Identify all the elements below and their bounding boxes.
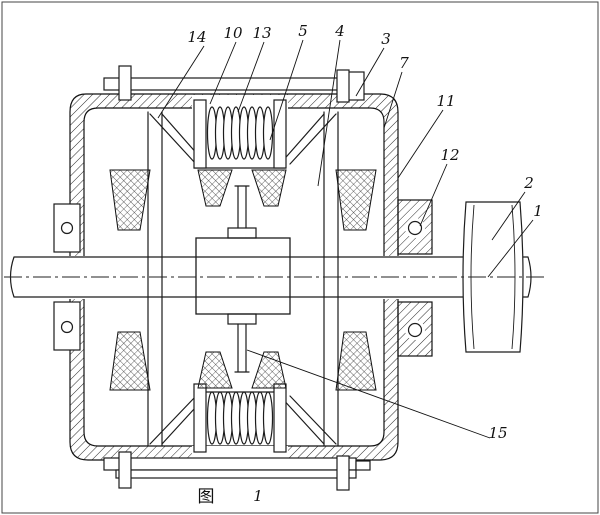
- callout-labels-group: 14 10 13 5 4 3 7 11 12 2 1 15: [187, 22, 542, 442]
- pole-pieces-group: [109, 169, 377, 391]
- funnel-plates: [149, 113, 337, 445]
- wall-opening-shaft-left: [66, 256, 88, 299]
- leader-line-5: [269, 39, 304, 141]
- pole-piece-upper-left: [109, 169, 151, 231]
- lower-post-flange: [227, 313, 257, 325]
- callout-10: 10: [223, 24, 243, 42]
- callout-3: 3: [381, 30, 391, 48]
- pole-piece-upper-center-right: [251, 169, 287, 207]
- upper-coil-cheek-left: [193, 99, 207, 169]
- leader-line-13: [237, 41, 265, 113]
- top-mount-bar-group: [103, 65, 365, 103]
- upper-post: [234, 185, 250, 229]
- upper-coil-cheek-right: [273, 99, 287, 169]
- wall-opening-bottom: [192, 446, 288, 460]
- lower-coil-group: [193, 383, 287, 453]
- callout-5: 5: [298, 22, 308, 40]
- bottom-mount-bar-group: [103, 451, 371, 491]
- housing-group: [53, 93, 433, 461]
- leader-line-1: [487, 219, 534, 278]
- center-post-lower-group: [227, 313, 257, 373]
- bottom-side-pin: [355, 460, 371, 471]
- pole-piece-lower-left: [109, 331, 151, 391]
- callout-15: 15: [488, 424, 507, 442]
- leader-line-2: [491, 191, 526, 241]
- bottom-mount-plate: [115, 469, 357, 479]
- wall-opening-top: [192, 95, 288, 109]
- callout-7: 7: [399, 54, 409, 72]
- shaft-outline: [9, 256, 532, 298]
- left-bolt-lower: [60, 320, 74, 334]
- coil-loop: [262, 391, 274, 445]
- pole-piece-lower-center-left: [197, 351, 233, 389]
- leader-line-11: [397, 109, 444, 179]
- leader-lines-group: [157, 39, 534, 439]
- center-post-upper-group: [227, 185, 257, 239]
- rotor-discs: [147, 111, 339, 447]
- figure-caption-label: 图: [198, 487, 215, 507]
- top-bolt-right: [336, 69, 350, 103]
- wall-opening-shaft-right: [380, 256, 400, 299]
- pole-piece-upper-center-left: [197, 169, 233, 207]
- housing-wall: [69, 93, 399, 461]
- bottom-bolt-left: [118, 451, 132, 489]
- pole-piece-lower-right: [335, 331, 377, 391]
- lower-coil-cheek-left: [193, 383, 207, 453]
- leader-line-14: [157, 45, 205, 119]
- upper-post-flange: [227, 227, 257, 239]
- callout-12: 12: [440, 146, 459, 164]
- callout-1: 1: [533, 202, 543, 220]
- callout-2: 2: [523, 174, 534, 192]
- figure-caption-number: 1: [253, 487, 263, 505]
- leader-line-10: [209, 41, 237, 105]
- leader-line-7: [383, 71, 403, 129]
- upper-coil-group: [193, 99, 287, 169]
- leader-line-3: [355, 47, 385, 97]
- leader-line-12: [419, 163, 448, 227]
- left-bolt-upper: [60, 221, 74, 235]
- pole-piece-upper-right: [335, 169, 377, 231]
- callout-14: 14: [187, 28, 206, 46]
- hub-block: [195, 237, 291, 315]
- top-bolt-left: [118, 65, 132, 101]
- shaft-group: [9, 256, 532, 298]
- lower-post: [234, 323, 250, 373]
- bottom-bolt-right: [336, 455, 350, 491]
- callout-4: 4: [334, 22, 345, 40]
- figure-caption-group: 图 1: [198, 487, 263, 507]
- leader-line-15: [246, 349, 491, 439]
- top-mount-bar: [103, 77, 357, 91]
- right-bearing-ball-lower: [407, 322, 423, 338]
- callout-13: 13: [252, 24, 271, 42]
- lower-coil-cheek-right: [273, 383, 287, 453]
- callout-11: 11: [436, 92, 455, 110]
- right-bearing-ball-upper: [407, 220, 423, 236]
- leader-line-4: [317, 39, 341, 187]
- coil-loop: [262, 106, 274, 160]
- pole-piece-lower-center-right: [251, 351, 287, 389]
- bottom-mount-bar: [103, 457, 357, 471]
